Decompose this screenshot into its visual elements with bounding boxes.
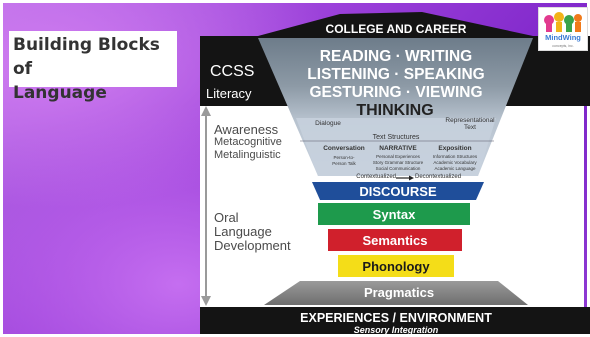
- phonology-label: Phonology: [362, 259, 430, 274]
- experiences-bar: [200, 307, 590, 334]
- sensory-label: Sensory Integration: [353, 325, 439, 335]
- exposition-body2: Academic Vocabulary: [433, 160, 477, 165]
- roof: [258, 12, 533, 36]
- syntax-label: Syntax: [372, 207, 416, 222]
- conversation-body1: Person-to-: [333, 154, 355, 160]
- exposition-body1: Information Structures: [432, 154, 478, 159]
- slide-title-line2: Language: [13, 83, 107, 103]
- discourse-bar: [312, 182, 484, 200]
- slide-title: Building Blocks of Language: [13, 33, 173, 105]
- phonology-bar: [338, 255, 454, 277]
- syntax-bar: [318, 203, 470, 225]
- skills-line1: READING · WRITING: [319, 48, 473, 65]
- conversation-head: Conversation: [323, 145, 365, 152]
- narrative-column: NARRATIVE Personal Experiences Story Gra…: [366, 145, 430, 172]
- semantics-label: Semantics: [362, 233, 428, 248]
- development-arrow-up: [201, 106, 211, 116]
- conversation-body2: Person Talk: [332, 161, 356, 166]
- slide-title-line1: Building Blocks of: [13, 35, 160, 79]
- decontextualized-label: Decontextualized: [415, 174, 462, 180]
- narrative-head: NARRATIVE: [379, 145, 417, 152]
- semantics-bar: [328, 229, 462, 251]
- funnel-lower: [296, 118, 496, 176]
- representational-line2: Text: [464, 124, 476, 131]
- mindwing-logo: MindWing concepts, inc.: [538, 7, 588, 51]
- pragmatics-bar: [264, 281, 528, 305]
- metacognitive-label: Metacognitive: [214, 136, 282, 148]
- dialogue-label: Dialogue: [315, 120, 341, 127]
- skills-line3: GESTURING · VIEWING: [309, 84, 483, 101]
- text-structures-label: Text Structures: [372, 134, 420, 141]
- narrative-body3: Social Communication: [375, 166, 421, 171]
- language-label: Language: [214, 224, 272, 239]
- exposition-column: Exposition Information Structures Academ…: [424, 145, 486, 172]
- narrative-body2: Story Grammar Structure: [372, 160, 424, 165]
- representational-label: Representational Text: [440, 117, 500, 131]
- oral-label: Oral: [214, 210, 239, 225]
- logo-subtitle: concepts, inc.: [552, 44, 574, 48]
- metalinguistic-label: Metalinguistic: [214, 149, 281, 161]
- representational-line1: Representational: [445, 117, 495, 124]
- experiences-label: EXPERIENCES / ENVIRONMENT: [300, 311, 492, 325]
- logo-name: MindWing: [545, 33, 581, 42]
- title-card: [9, 31, 177, 87]
- exposition-body3: Academic Language: [434, 166, 476, 171]
- awareness-label: Awareness: [214, 122, 279, 137]
- conversation-column: Conversation Person-to- Person Talk: [315, 145, 373, 168]
- thinking-label: THINKING: [356, 102, 434, 119]
- development-label: Development: [214, 238, 291, 253]
- development-arrow-down: [201, 296, 211, 306]
- ccss-label: CCSS: [210, 63, 255, 80]
- contextualized-label: Contextualized: [356, 174, 396, 180]
- context-arrow-head: [409, 175, 414, 181]
- logo-figures-icon: [544, 12, 582, 32]
- pragmatics-label: Pragmatics: [363, 285, 435, 300]
- literacy-label: Literacy: [206, 86, 252, 101]
- skills-line2: LISTENING · SPEAKING: [307, 66, 485, 83]
- college-career-label: COLLEGE AND CAREER: [325, 22, 467, 36]
- exposition-head: Exposition: [438, 145, 472, 152]
- narrative-body1: Personal Experiences: [376, 154, 420, 159]
- discourse-label: DISCOURSE: [359, 184, 437, 199]
